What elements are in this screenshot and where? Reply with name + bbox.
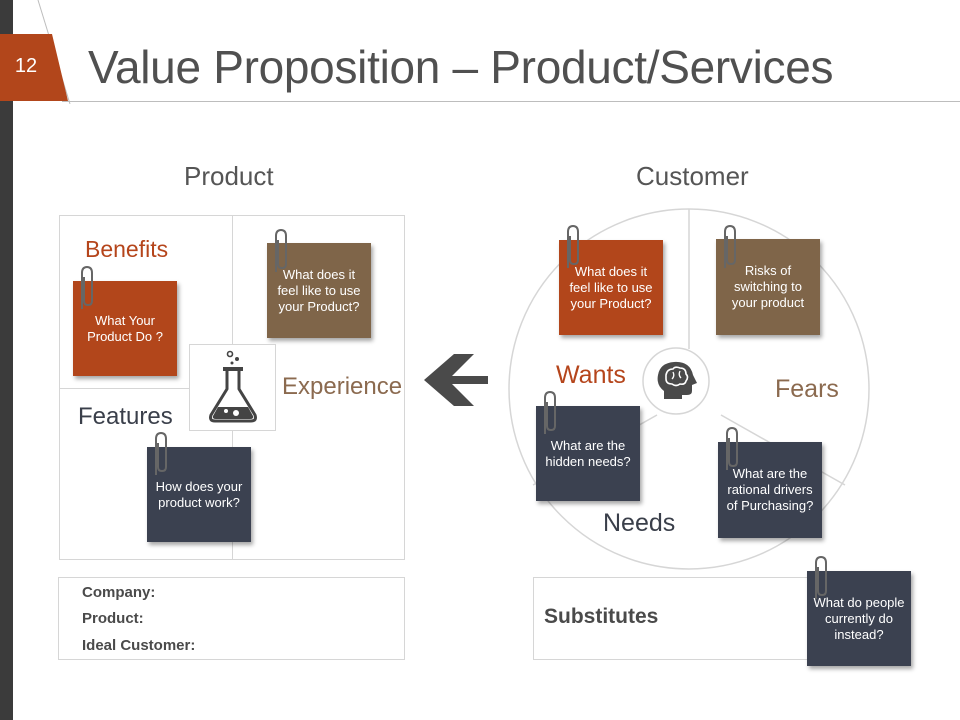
slide-number: 12 bbox=[14, 55, 38, 77]
product-info-box bbox=[58, 577, 405, 660]
benefits-label: Benefits bbox=[85, 236, 169, 262]
flask-icon bbox=[209, 350, 257, 423]
note-fears: Risks of switching to your product bbox=[716, 239, 820, 335]
product-label: Product: bbox=[82, 610, 144, 627]
flask-icon-box bbox=[189, 344, 276, 431]
note-needs: What are the hidden needs? bbox=[536, 406, 640, 501]
paperclip-icon bbox=[275, 228, 287, 272]
substitutes-label: Substitutes bbox=[544, 605, 659, 628]
arrow-left-icon bbox=[424, 354, 488, 406]
paperclip-icon bbox=[724, 224, 736, 268]
features-label: Features bbox=[78, 403, 173, 430]
note-features: How does your product work? bbox=[147, 447, 251, 542]
note-wants: What does it feel like to use your Produ… bbox=[559, 240, 663, 335]
paperclip-icon bbox=[726, 426, 738, 470]
left-accent-bar bbox=[0, 0, 13, 720]
slide-title: Value Proposition – Product/Services bbox=[88, 41, 834, 93]
note-rational-drivers: What are the rational drivers of Purchas… bbox=[718, 442, 822, 538]
slide-number-badge bbox=[0, 0, 71, 104]
paperclip-icon bbox=[567, 224, 579, 268]
company-label: Company: bbox=[82, 584, 156, 601]
product-heading: Product bbox=[184, 161, 274, 191]
paperclip-icon bbox=[155, 431, 167, 475]
note-experience: What does it feel like to use your Produ… bbox=[267, 243, 371, 338]
needs-label: Needs bbox=[603, 509, 676, 537]
fears-label: Fears bbox=[775, 375, 839, 403]
product-grid-divider-horizontal bbox=[59, 388, 232, 389]
note-substitutes: What do people currently do instead? bbox=[807, 571, 911, 666]
experience-label: Experience bbox=[282, 373, 403, 400]
ideal-customer-label: Ideal Customer: bbox=[82, 637, 196, 654]
customer-heading: Customer bbox=[636, 161, 749, 191]
paperclip-icon bbox=[544, 390, 556, 434]
wants-label: Wants bbox=[556, 361, 626, 389]
paperclip-icon bbox=[815, 555, 827, 599]
title-underline bbox=[62, 101, 960, 102]
note-benefits: What Your Product Do ? bbox=[73, 281, 177, 376]
paperclip-icon bbox=[81, 265, 93, 309]
brain-head-icon bbox=[642, 347, 710, 415]
